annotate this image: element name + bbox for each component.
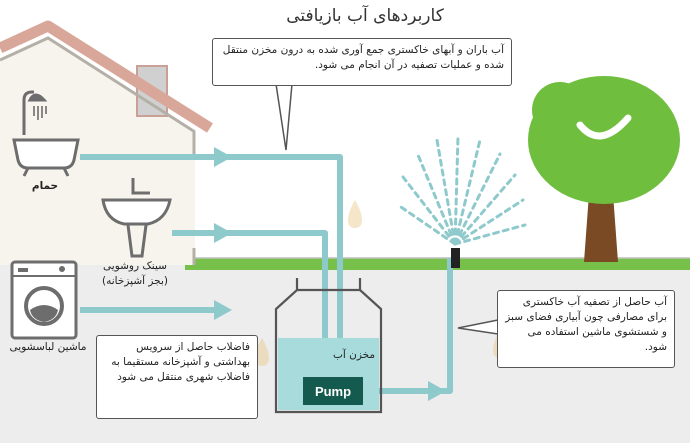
label-sink-line1: سینک روشویی bbox=[103, 260, 167, 272]
washing-machine-icon bbox=[10, 260, 78, 340]
sink-icon bbox=[101, 178, 172, 258]
grass-strip bbox=[185, 258, 690, 270]
callout-collection: آب باران و آبهای خاکستری جمع آوری شده به… bbox=[212, 38, 512, 86]
label-bath: حمام bbox=[31, 180, 59, 192]
tree-icon bbox=[528, 76, 680, 262]
callout-sewage: فاضلاب حاصل از سرویس بهداشتی و آشپزخانه … bbox=[96, 335, 258, 419]
sprinkler-icon bbox=[396, 134, 527, 268]
label-tank: مخزن آب bbox=[332, 349, 376, 361]
label-sink-line2: (بجز آشپزخانه) bbox=[102, 275, 168, 287]
roof-underside bbox=[0, 36, 196, 134]
roof bbox=[0, 20, 213, 133]
shower-bathtub-icon bbox=[12, 90, 80, 177]
pipe-arrows bbox=[214, 147, 446, 401]
callout-reuse: آب حاصل از تصفیه آب خاکستری برای مصارفی … bbox=[497, 290, 675, 368]
tail-top bbox=[275, 83, 293, 151]
page-title: کاربردهای آب بازیافتی bbox=[286, 6, 444, 26]
label-washer: ماشین لباسشویی bbox=[9, 341, 87, 353]
pipe-bath bbox=[80, 154, 343, 346]
pump-box: Pump bbox=[303, 377, 363, 405]
pipe-out bbox=[363, 258, 453, 394]
